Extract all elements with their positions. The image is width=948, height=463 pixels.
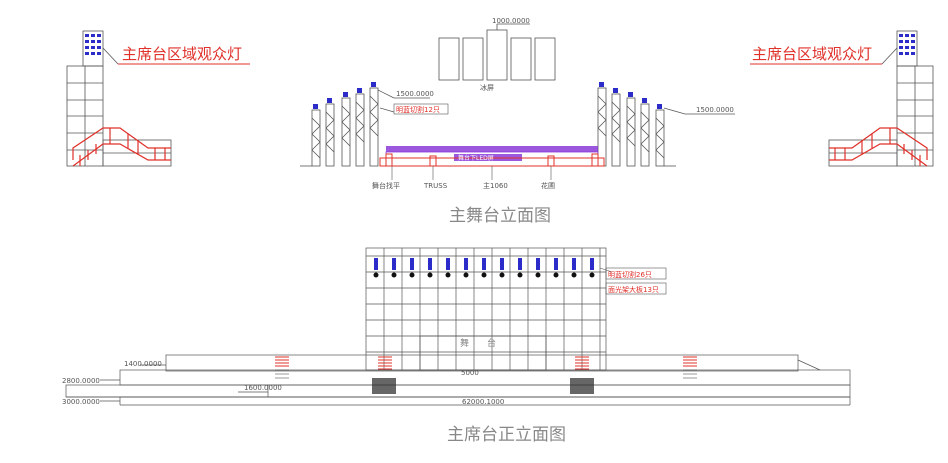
rostrum-lights bbox=[374, 258, 594, 270]
audience-light-label-left: 主席台区域观众灯 bbox=[122, 45, 242, 63]
right-stairs bbox=[829, 127, 928, 167]
dim-1400-label: 1400.0000 bbox=[124, 360, 162, 368]
dim-62000-label: 62000.1000 bbox=[462, 398, 504, 406]
left-tower-lights bbox=[85, 34, 101, 55]
lights-note: 明蓝切割12只 bbox=[396, 105, 440, 114]
left-stairs bbox=[72, 127, 171, 167]
rostrum-platform bbox=[65, 354, 851, 406]
rostrum-light-bulbs bbox=[373, 272, 595, 278]
left-truss-lights bbox=[313, 82, 376, 109]
stage-level-label: 舞台找平 bbox=[372, 181, 400, 190]
left-dimension: 1500.0000 bbox=[396, 90, 434, 98]
lights-note-box bbox=[393, 103, 449, 115]
top-dimension: 1000.0000 bbox=[492, 17, 530, 25]
main-truss-label: 主1060 bbox=[483, 181, 508, 190]
left-trusses bbox=[300, 87, 379, 167]
ice-screens bbox=[438, 23, 556, 81]
rostrum-dark-steps bbox=[372, 378, 594, 394]
rostrum-backdrop-frame bbox=[365, 247, 607, 371]
left-light-tower bbox=[66, 30, 172, 167]
lights-bottom-box-1 bbox=[605, 267, 667, 280]
rostrum-title: 主席台正立面图 bbox=[447, 425, 566, 445]
right-tower-lights bbox=[899, 34, 915, 55]
stage-dimension-leaders bbox=[377, 89, 735, 115]
stage-led-label: 舞台下LED屏 bbox=[458, 154, 494, 162]
stage-word: 舞 台 bbox=[460, 337, 496, 349]
dim-5000-label: 5000 bbox=[461, 369, 479, 377]
rostrum-stairs bbox=[275, 356, 697, 370]
dim-3000-label: 3000.0000 bbox=[62, 398, 100, 406]
dim-2800-label: 2800.0000 bbox=[62, 377, 100, 385]
right-truss-lights bbox=[599, 82, 662, 109]
lights-bottom-box-2 bbox=[605, 282, 667, 295]
flower-label: 花圃 bbox=[541, 181, 555, 190]
right-dimension: 1500.0000 bbox=[696, 106, 734, 114]
dim-1600-label: 1600.0000 bbox=[244, 384, 282, 392]
lights-bottom-note-2: 面光架大板13只 bbox=[608, 285, 659, 294]
right-trusses bbox=[597, 87, 676, 167]
left-leader-line bbox=[102, 47, 119, 65]
audience-light-label-right: 主席台区域观众灯 bbox=[752, 45, 872, 63]
stage-callout-lines bbox=[391, 166, 552, 180]
truss-label: TRUSS bbox=[423, 182, 448, 190]
screen-label: 冰屏 bbox=[480, 83, 494, 92]
main-stage-title: 主舞台立面图 bbox=[449, 206, 551, 226]
right-leader-line bbox=[881, 47, 898, 65]
lights-bottom-note-1: 明蓝切割26只 bbox=[608, 270, 652, 279]
rostrum-step-lines bbox=[275, 369, 697, 379]
